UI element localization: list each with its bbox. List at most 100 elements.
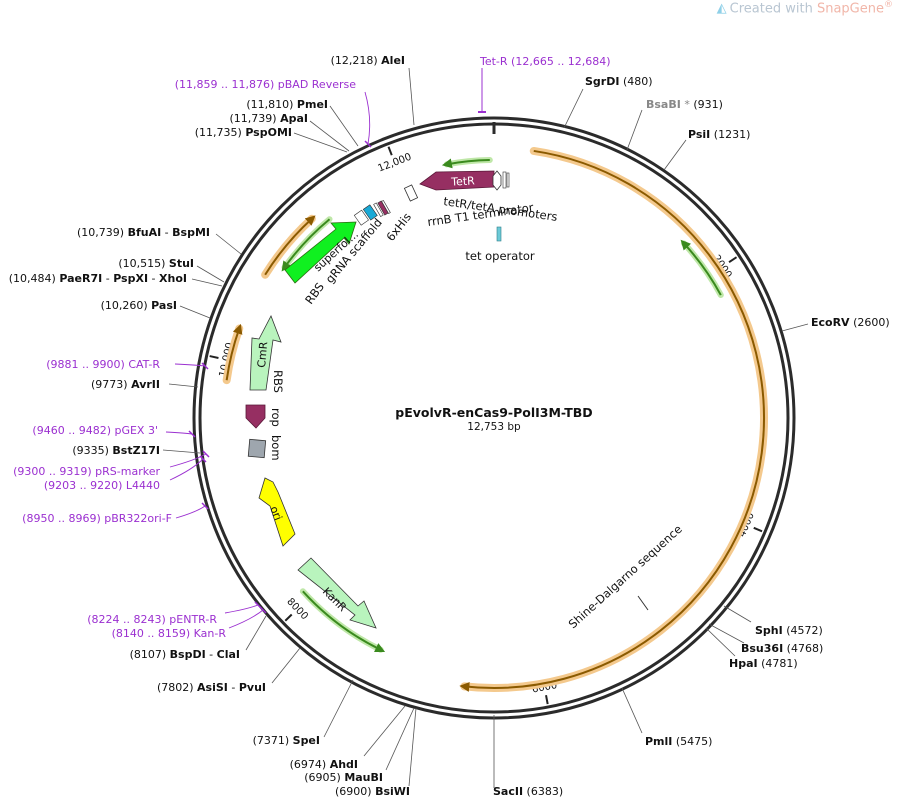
leader-line [191,278,223,287]
shine-marker [637,595,649,611]
feature-tetR[interactable]: TetR [419,170,495,191]
site-bsabi[interactable]: BsaBI * (931) [646,98,723,111]
leader-line [196,265,225,283]
leader-line [626,109,643,151]
primer-l4440[interactable]: (9203 .. 9220) L4440 [44,479,160,492]
site-asisi[interactable]: (7802) AsiSI - PvuI [157,681,266,694]
label-tetR: TetR [450,174,476,188]
feature-bom[interactable] [247,438,267,459]
site-pspomi[interactable]: (11,735) PspOMI [195,126,292,139]
leader-line [323,679,354,738]
feature-ori[interactable]: ori [258,477,296,547]
site-avrii[interactable]: (9773) AvrII [91,378,160,391]
tick-mark [753,526,763,533]
site-ecorv[interactable]: EcoRV (2600) [811,316,890,329]
feature-grna-scaffold[interactable] [353,204,378,226]
leader-line [781,323,809,332]
site-psii[interactable]: PsiI (1231) [688,128,750,141]
tick-mark [209,355,219,359]
feature-tet-promoters[interactable] [492,170,510,191]
watermark-brand: SnapGene [816,1,884,17]
site-sgrdi[interactable]: SgrDI (480) [585,75,653,88]
site-alei[interactable]: (12,218) AleI [331,54,405,67]
primer-mark [201,502,209,510]
feature-6xhis[interactable] [373,200,391,217]
primer-cat-r[interactable]: (9881 .. 9900) CAT-R [46,358,160,371]
site-apai[interactable]: (11,739) ApaI [230,112,308,125]
site-pmei[interactable]: (11,810) PmeI [246,98,328,111]
site-bsu36i[interactable]: Bsu36I (4768) [741,642,823,655]
site-ahdi[interactable]: (6974) AhdI [290,758,358,771]
snapgene-watermark: ◭Created with SnapGene® [717,0,893,16]
label-shine: Shine-Dalgarno sequence [566,522,685,631]
watermark-reg: ® [884,0,893,10]
label-ori: ori [267,504,284,522]
tick-mark [545,694,549,705]
site-pasi[interactable]: (10,260) PasI [101,299,177,312]
leader-line [215,233,242,255]
site-sphi[interactable]: SphI (4572) [755,624,823,637]
primer-leader [364,91,371,145]
arrow-superfolder [281,218,331,272]
site-bsiwi[interactable]: (6900) BsiWI [335,785,410,798]
feature-rrnb[interactable] [403,184,419,202]
site-pmli[interactable]: PmlI (5475) [645,735,712,748]
site-bspdi[interactable]: (8107) BspDI - ClaI [130,648,240,661]
leader-lines [162,67,809,788]
label-cmR: CmR [255,341,270,368]
primer-mark [188,430,196,438]
arrow-right [680,239,722,296]
primer-pentr-r[interactable]: (8224 .. 8243) pENTR-R [87,613,217,626]
leader-line [563,88,584,129]
primer-pbad-reverse[interactable]: (11,859 .. 11,876) pBAD Reverse [175,78,357,91]
site-paer7i[interactable]: (10,484) PaeR7I - PspXI - XhoI [9,272,187,285]
primer-mark [364,140,372,148]
label-rop: rop [269,408,283,427]
feature-kanR[interactable]: KanR [297,557,377,629]
feature-arcs [222,146,768,692]
primer-pgex-3-[interactable]: (9460 .. 9482) pGEX 3' [32,424,158,437]
site-bfuai[interactable]: (10,739) BfuAI - BspMI [77,226,210,239]
site-stui[interactable]: (10,515) StuI [118,257,194,270]
primer-mark [259,606,267,614]
primer-pbr322ori-f[interactable]: (8950 .. 8969) pBR322ori-F [22,512,172,525]
leader-line [329,105,359,147]
leader-line [385,707,415,771]
leader-line [723,605,752,623]
feature-cmR[interactable]: CmR [249,315,282,391]
leader-line [408,707,417,787]
site-sacii[interactable]: SacII (6383) [493,785,563,798]
primer-mark [201,362,209,370]
leader-line [245,615,267,651]
site-bstz17i[interactable]: (9335) BstZ17I [72,444,160,457]
leader-line [705,627,736,657]
tick-mark [387,146,393,156]
site-hpai[interactable]: HpaI (4781) [729,657,798,670]
primer-prs-marker[interactable]: (9300 .. 9319) pRS-marker [13,465,160,478]
tick-mark [284,613,293,622]
site-maubi[interactable]: (6905) MauBI [304,771,383,784]
orf-large-line [459,149,765,692]
site-labels[interactable]: (12,218) AleI(11,810) PmeI(11,739) ApaI(… [9,54,890,798]
feature-tet-operator[interactable] [496,226,502,242]
primer-leader [174,363,206,367]
leader-line [162,449,201,454]
primer-leader [169,453,207,468]
label-tet-operator: tet operator [465,249,534,263]
tick-mark [728,256,738,264]
label-bom: bom [269,435,283,461]
primer-leader [169,458,204,481]
leader-line [708,623,745,644]
orf-upper-left-line [264,215,316,276]
snapgene-logo-icon: ◭ [716,1,727,17]
primer-kan-r[interactable]: (8140 .. 8159) Kan-R [112,627,227,640]
primer-tet-r[interactable]: Tet-R (12,665 .. 12,684) [479,55,611,68]
feature-rop[interactable] [245,404,266,429]
leader-line [408,67,415,126]
orf-small-left-line [225,323,243,381]
label-rbs1: RBS [302,280,327,307]
site-spei[interactable]: (7371) SpeI [253,734,320,747]
primer-leader [175,505,206,519]
leader-line [663,139,687,171]
